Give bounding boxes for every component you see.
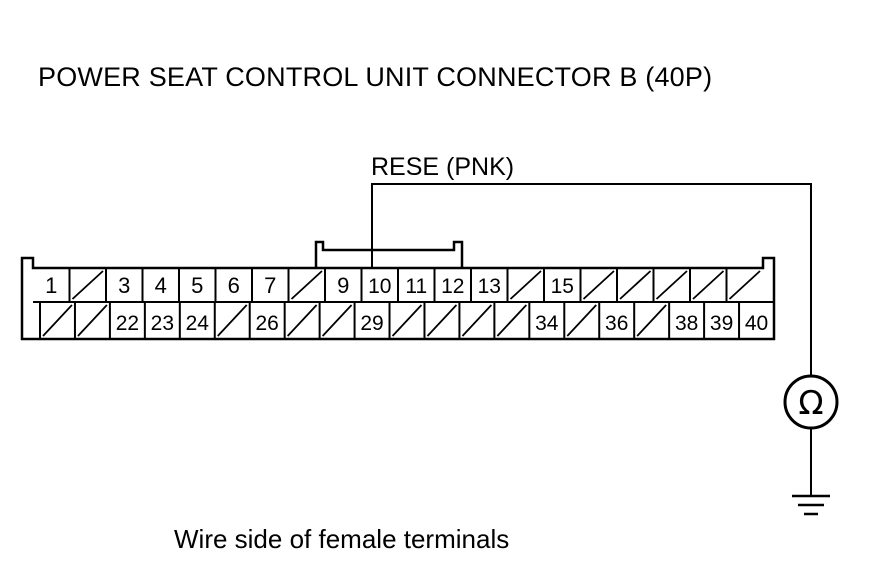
unused-terminal-slash — [461, 304, 493, 337]
connector-lock-tab — [314, 240, 464, 268]
terminal-9: 9 — [337, 273, 349, 298]
unused-terminal-slash — [426, 304, 458, 337]
unused-terminal-slash — [655, 270, 688, 300]
unused-terminal-slash — [728, 270, 761, 300]
diagram-title: POWER SEAT CONTROL UNIT CONNECTOR B (40P… — [38, 62, 713, 92]
wire-label: RESE (PNK) — [371, 153, 514, 181]
terminal-29: 29 — [360, 312, 383, 335]
terminal-row-bottom: 22 23 24 26 29 34 36 38 39 40 — [39, 302, 768, 339]
unused-terminal-slash — [71, 270, 104, 300]
terminal-23: 23 — [151, 312, 174, 335]
terminal-26: 26 — [256, 312, 279, 335]
unused-terminal-slash — [496, 304, 527, 337]
terminal-3: 3 — [118, 273, 130, 298]
caption: Wire side of female terminals — [174, 524, 510, 554]
unused-terminal-slash — [321, 304, 353, 337]
terminal-34: 34 — [535, 312, 559, 335]
unused-terminal-slash — [619, 270, 652, 300]
unused-terminal-slash — [287, 304, 318, 337]
unused-terminal-slash — [509, 270, 542, 300]
terminal-1: 1 — [45, 273, 57, 298]
unused-terminal-slash — [391, 304, 423, 337]
unused-terminal-slash — [290, 270, 323, 300]
terminal-22: 22 — [116, 312, 139, 335]
ground-icon — [792, 494, 830, 516]
terminal-6: 6 — [228, 273, 240, 298]
ohmmeter-icon: Ω — [783, 374, 839, 430]
connector-housing — [20, 256, 776, 341]
terminal-4: 4 — [155, 273, 167, 298]
unused-terminal-slash — [582, 270, 615, 300]
terminal-39: 39 — [710, 312, 733, 335]
terminal-12: 12 — [441, 275, 464, 298]
wire-rese-pnk — [371, 183, 812, 376]
unused-terminal-slash — [566, 304, 597, 337]
terminal-40: 40 — [745, 312, 768, 335]
terminal-13: 13 — [478, 275, 501, 298]
terminal-5: 5 — [191, 273, 203, 298]
terminal-36: 36 — [605, 312, 628, 335]
terminal-7: 7 — [264, 273, 276, 298]
unused-terminal-slash — [636, 304, 667, 337]
unused-terminal-slash — [42, 304, 73, 337]
terminal-11: 11 — [405, 275, 427, 298]
ohm-symbol: Ω — [798, 383, 823, 422]
terminal-10: 10 — [368, 275, 391, 298]
unused-terminal-slash — [77, 304, 108, 337]
unused-terminal-slash — [692, 270, 725, 300]
terminal-24: 24 — [186, 312, 210, 335]
terminal-38: 38 — [675, 312, 698, 335]
unused-terminal-slash — [217, 304, 248, 337]
terminal-15: 15 — [551, 275, 574, 298]
